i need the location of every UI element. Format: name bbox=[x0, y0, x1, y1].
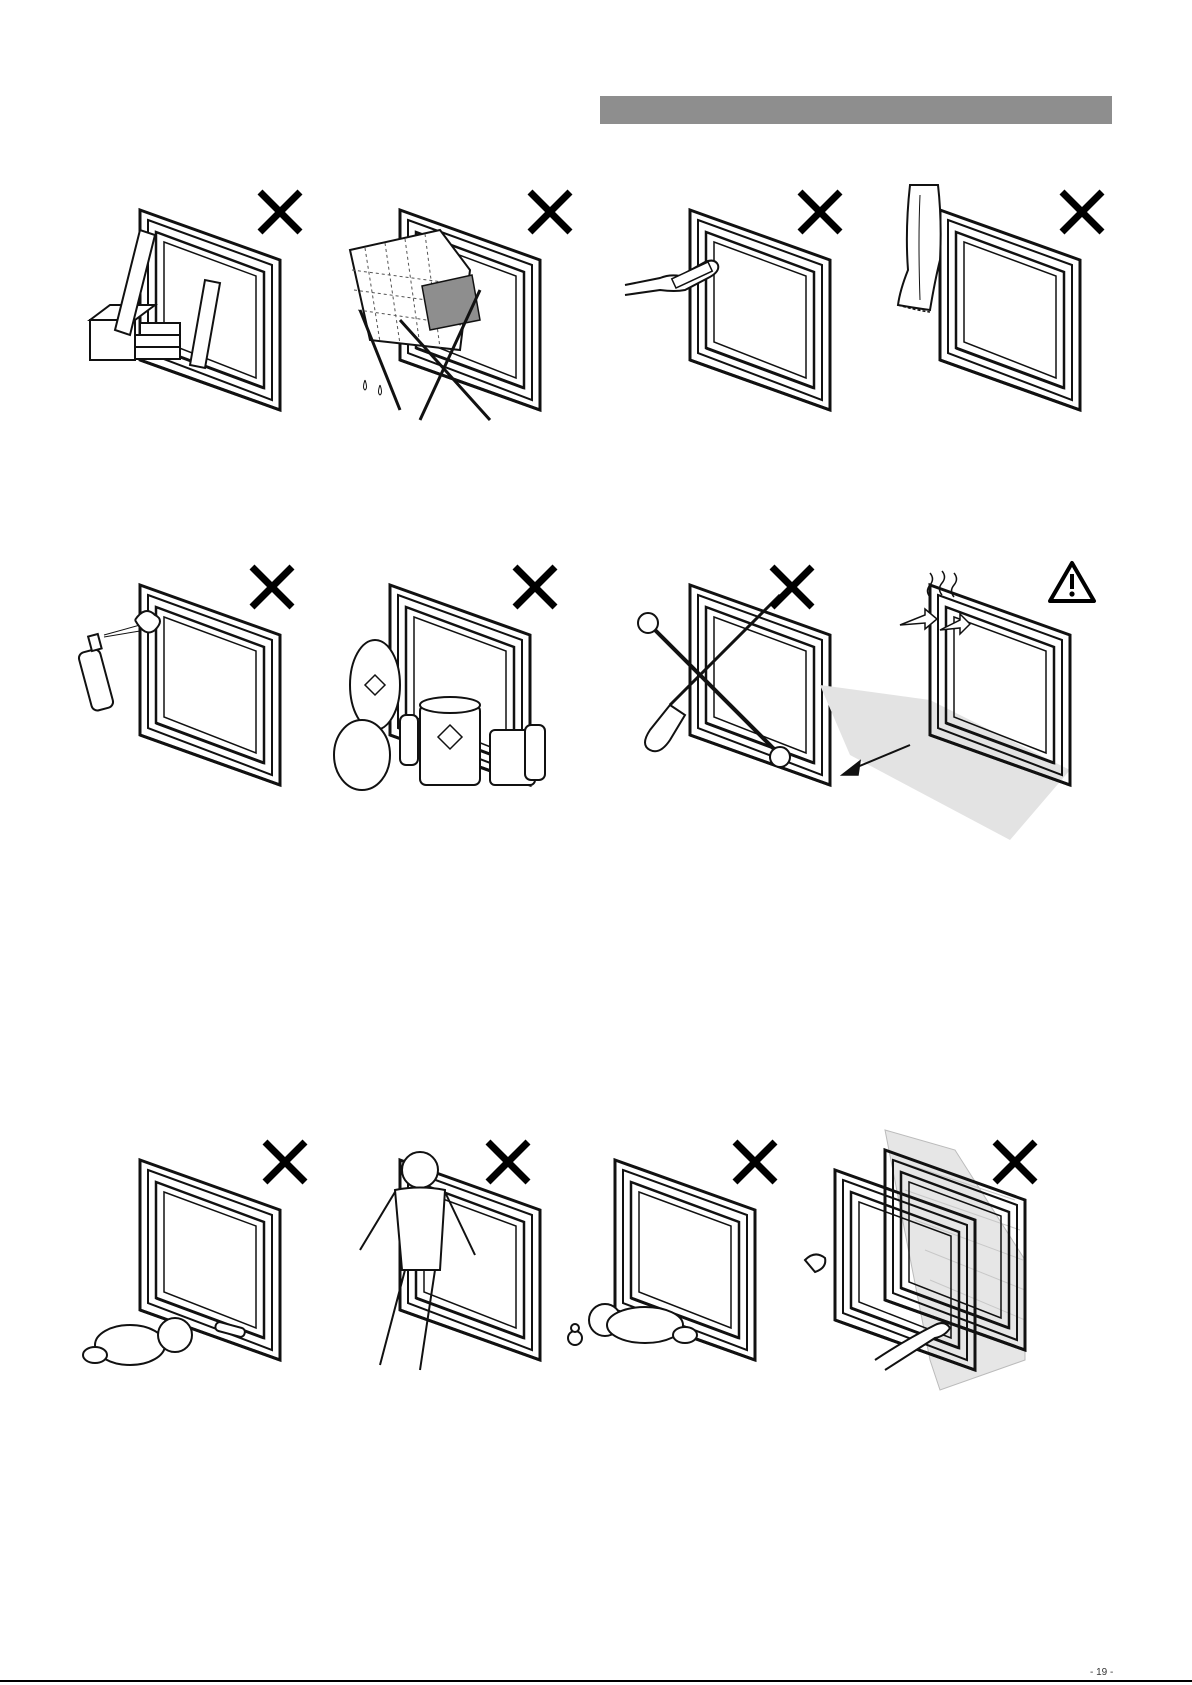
prohibited-x-icon bbox=[265, 1142, 305, 1182]
prohibited-x-icon bbox=[800, 192, 840, 232]
sleeping-child-illustration bbox=[568, 1304, 697, 1345]
footer-rule bbox=[0, 1680, 1192, 1682]
panel-drying-laundry-on-rack bbox=[340, 190, 580, 430]
person-illustration bbox=[360, 1152, 475, 1370]
prohibited-x-icon bbox=[530, 192, 570, 232]
prohibited-x-icon bbox=[772, 567, 812, 607]
section-header-bar bbox=[600, 96, 1112, 124]
panel-removing-front-frame bbox=[815, 1140, 1055, 1380]
panel-person-leaning-on-fire bbox=[340, 1140, 580, 1380]
warning-triangle-icon bbox=[1050, 563, 1094, 601]
prohibited-x-icon bbox=[488, 1142, 528, 1182]
panel-child-sleeping-near-fire bbox=[555, 1140, 795, 1380]
crawling-baby-illustration bbox=[83, 1318, 246, 1365]
panel-aerosol-spray-near-fire bbox=[80, 565, 320, 805]
prohibited-x-icon bbox=[252, 567, 292, 607]
curtain-illustration bbox=[898, 185, 941, 312]
panel-curtains-near-fire bbox=[880, 190, 1120, 430]
panel-hot-air-clearance-warning bbox=[870, 565, 1110, 805]
prohibited-x-icon bbox=[1062, 192, 1102, 232]
panel-touching-glass-with-cloth bbox=[630, 190, 870, 430]
panel-flammable-substances-near-fire bbox=[330, 565, 570, 805]
page-number: - 19 - bbox=[1090, 1667, 1113, 1678]
prohibited-x-icon bbox=[995, 1142, 1035, 1182]
prohibited-x-icon bbox=[515, 567, 555, 607]
prohibited-x-icon bbox=[260, 192, 300, 232]
panel-crawling-baby-near-fire bbox=[80, 1140, 320, 1380]
hand-with-cloth-illustration bbox=[625, 261, 718, 295]
panel-modifying-with-tools bbox=[630, 565, 870, 805]
panel-combustibles-near-fire bbox=[80, 190, 320, 430]
prohibited-x-icon bbox=[735, 1142, 775, 1182]
